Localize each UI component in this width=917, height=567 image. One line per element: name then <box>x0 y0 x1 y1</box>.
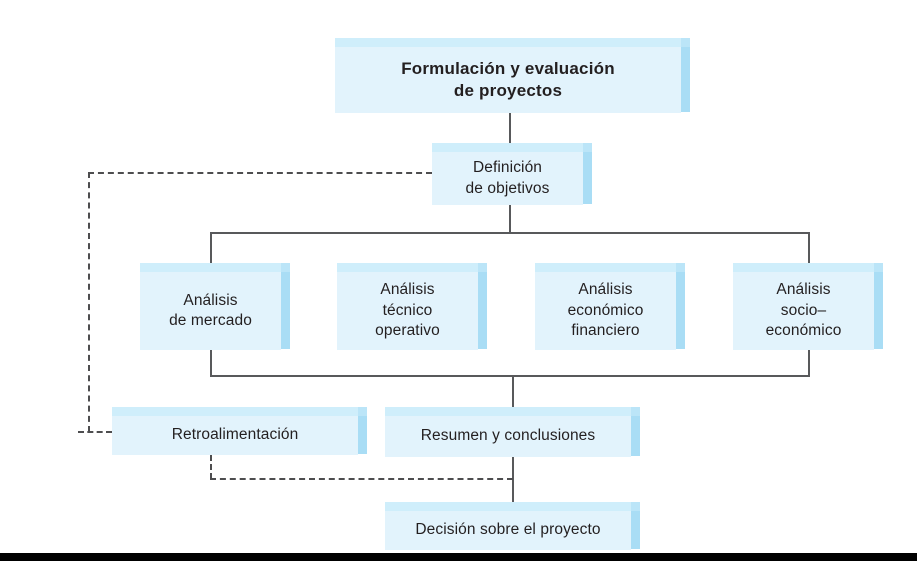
connector-analysis-bus <box>210 232 810 234</box>
node-decision-label: Decisión sobre el proyecto <box>415 521 601 539</box>
feedback-dash-left-stub <box>78 431 112 433</box>
node-resumen-y-conclusiones[interactable]: Resumen y conclusiones <box>385 407 640 458</box>
node-retroalimentacion[interactable]: Retroalimentación <box>112 407 367 456</box>
connector-bus-to-analisis-socio <box>808 232 810 263</box>
node-decision-sobre-el-proyecto[interactable]: Decisión sobre el proyecto <box>385 502 640 551</box>
connector-definicion-down <box>509 205 511 233</box>
connector-collect-bus <box>210 375 810 377</box>
feedback-dash-to-resumen-stem <box>210 478 513 480</box>
connector-analisis-socio-down <box>808 350 810 377</box>
connector-resumen-to-decision <box>512 457 514 502</box>
page-bottom-rule <box>0 553 917 561</box>
feedback-dash-retro-down <box>210 455 212 479</box>
feedback-dash-riser <box>88 172 90 432</box>
connector-analisis-mercado-down <box>210 350 212 377</box>
connector-bus-to-analisis-mercado <box>210 232 212 263</box>
connector-bus-to-resumen <box>512 375 514 409</box>
node-retroalimentacion-label: Retroalimentación <box>171 426 299 444</box>
connector-title-to-definicion <box>509 113 511 143</box>
node-resumen-label: Resumen y conclusiones <box>420 427 596 445</box>
feedback-dash-top-run <box>88 172 432 174</box>
